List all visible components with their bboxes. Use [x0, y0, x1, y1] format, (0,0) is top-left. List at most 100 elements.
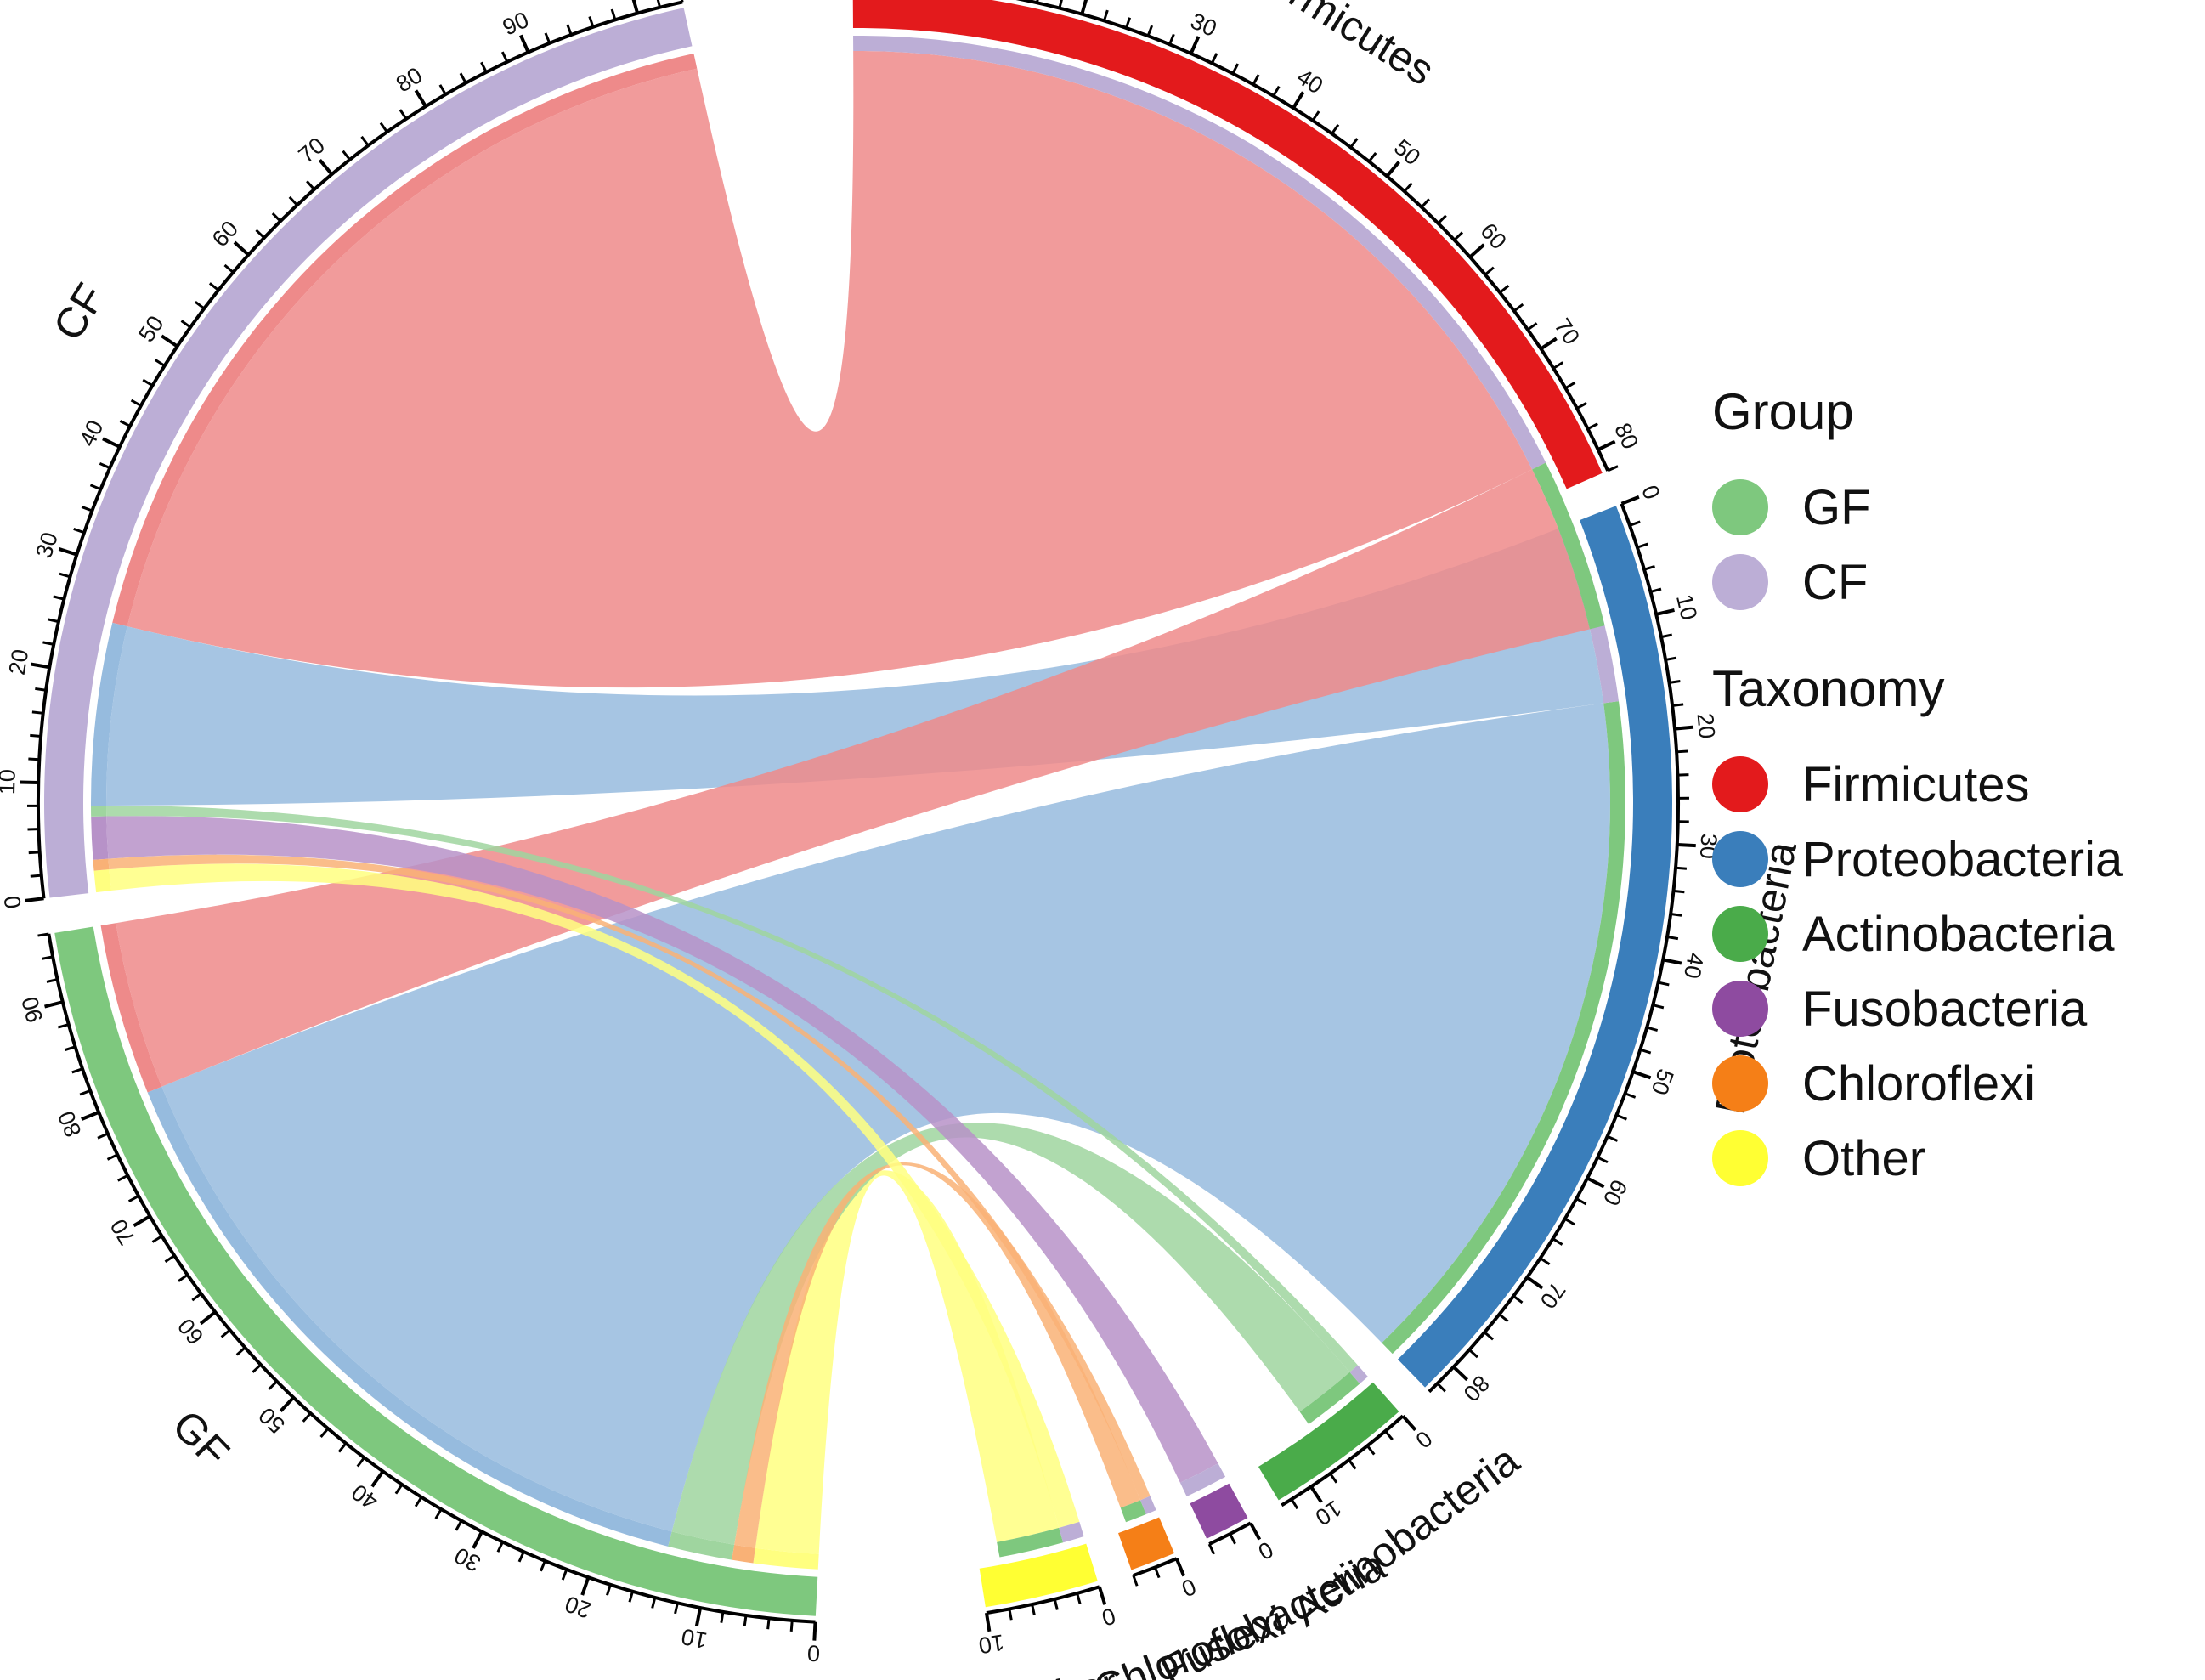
- tick-label-gf: 70: [105, 1214, 140, 1249]
- tick-cf: [438, 84, 447, 95]
- axis-proteobacteria: [1428, 503, 1680, 1394]
- tick-firmicutes: [1527, 322, 1538, 331]
- sector-label-other: Other: [1008, 1659, 1122, 1680]
- tick-cf: [89, 484, 102, 491]
- tick-firmicutes: [1292, 91, 1305, 110]
- tick-proteobacteria: [1629, 520, 1641, 527]
- tick-gf: [44, 1000, 64, 1009]
- tick-firmicutes: [1272, 85, 1281, 97]
- track-other: [979, 1543, 1098, 1608]
- tick-proteobacteria: [1526, 1276, 1544, 1290]
- tick-firmicutes: [1385, 161, 1400, 178]
- tick-label-cf: 90: [499, 7, 533, 41]
- tick-label-firmicutes: 40: [1292, 64, 1327, 99]
- tick-proteobacteria: [1436, 1383, 1446, 1393]
- tick-cf: [566, 24, 573, 36]
- tick-actinobacteria: [1290, 1498, 1299, 1510]
- legend-label-cf: CF: [1802, 554, 1869, 610]
- tick-other: [1076, 1592, 1082, 1604]
- tick-proteobacteria: [1676, 842, 1696, 848]
- tick-firmicutes: [1124, 17, 1132, 29]
- tick-gf: [370, 1470, 385, 1488]
- tick-actinobacteria: [1366, 1445, 1376, 1456]
- tick-firmicutes: [1586, 422, 1598, 430]
- tick-proteobacteria: [1669, 679, 1681, 684]
- tick-firmicutes: [1349, 138, 1359, 149]
- tick-actinobacteria: [1401, 1414, 1417, 1432]
- tick-firmicutes: [1035, 0, 1039, 3]
- tick-other: [1097, 1586, 1107, 1605]
- tick-proteobacteria: [1468, 1349, 1478, 1359]
- tick-firmicutes: [1058, 0, 1063, 8]
- tick-gf: [319, 1428, 330, 1438]
- tick-proteobacteria: [1665, 656, 1677, 661]
- tick-proteobacteria: [1666, 936, 1679, 941]
- tick-cf: [459, 72, 467, 84]
- tick-cf: [631, 0, 640, 14]
- tick-firmicutes: [1168, 33, 1175, 45]
- tick-cf: [519, 34, 530, 54]
- axis-gf: [47, 933, 816, 1624]
- tick-gf: [191, 1293, 202, 1302]
- tick-cf: [233, 240, 250, 257]
- legend-item-proteobacteria: Proteobacteria: [1712, 822, 2123, 897]
- tick-proteobacteria: [1632, 1070, 1652, 1080]
- band-gf-actinobacteria: [668, 1531, 735, 1560]
- tick-label-proteobacteria: 40: [1679, 951, 1709, 981]
- legend-item-gf: GF: [1712, 470, 2123, 545]
- tick-firmicutes: [1499, 285, 1510, 294]
- tick-cf: [30, 733, 42, 738]
- legend-label-chloroflexi: Chloroflexi: [1802, 1055, 2035, 1112]
- tick-firmicutes: [1540, 337, 1558, 351]
- legend-item-actinobacteria: Actinobacteria: [1712, 897, 2123, 971]
- band-chloroflexi-cf: [1140, 1496, 1156, 1515]
- tick-label-cf: 20: [4, 648, 34, 677]
- tick-proteobacteria: [1646, 1026, 1659, 1032]
- tick-gf: [199, 1310, 217, 1326]
- tick-cf: [130, 399, 142, 407]
- tick-gf: [46, 978, 58, 983]
- outer-tracks: [44, 0, 1673, 1616]
- tick-cf: [480, 61, 488, 73]
- tick-label-proteobacteria: 50: [1647, 1066, 1679, 1098]
- ribbon-cf-proteobacteria: [106, 528, 1604, 806]
- tick-label-gf: 40: [347, 1479, 382, 1514]
- tick-proteobacteria: [1658, 981, 1670, 987]
- tick-actinobacteria: [1348, 1459, 1357, 1470]
- track-actinobacteria: [1258, 1382, 1399, 1501]
- tick-cf: [31, 662, 50, 670]
- track-gf: [54, 926, 818, 1616]
- tick-gf: [472, 1530, 483, 1549]
- band-firmicutes-cf: [853, 36, 1546, 470]
- tick-gf: [37, 932, 49, 937]
- tick-cf: [318, 158, 334, 176]
- tick-proteobacteria: [1660, 633, 1673, 639]
- tick-label-chloroflexi: 0: [1178, 1574, 1200, 1602]
- tick-cf: [588, 16, 595, 28]
- tick-gf: [57, 1023, 70, 1029]
- tick-label-proteobacteria: 60: [1598, 1175, 1632, 1209]
- tick-cf: [656, 0, 662, 8]
- legend-label-gf: GF: [1802, 479, 1871, 535]
- tick-cf: [342, 150, 351, 161]
- tick-cf: [99, 461, 110, 470]
- track-firmicutes: [852, 0, 1603, 489]
- legend-swatch-fusobacteria: [1712, 981, 1768, 1037]
- tick-label-proteobacteria: 70: [1535, 1277, 1570, 1313]
- tick-label-gf: 60: [172, 1314, 208, 1349]
- track-proteobacteria: [1398, 506, 1673, 1388]
- tick-actinobacteria: [1309, 1485, 1323, 1503]
- tick-gf: [496, 1541, 504, 1553]
- tick-proteobacteria: [1552, 1237, 1563, 1246]
- ribbon-gf-firmicutes: [116, 469, 1591, 1087]
- tick-other: [1031, 1604, 1036, 1616]
- tick-gf: [81, 1111, 99, 1122]
- legend-group-title: Group: [1712, 383, 1854, 440]
- tick-gf: [97, 1132, 109, 1140]
- ribbon-gf-proteobacteria: [161, 703, 1611, 1532]
- tick-cf: [81, 506, 93, 512]
- tick-firmicutes: [1103, 9, 1109, 21]
- band-other-gf: [997, 1527, 1064, 1558]
- tick-gf: [766, 1618, 771, 1630]
- tick-proteobacteria: [1643, 565, 1655, 571]
